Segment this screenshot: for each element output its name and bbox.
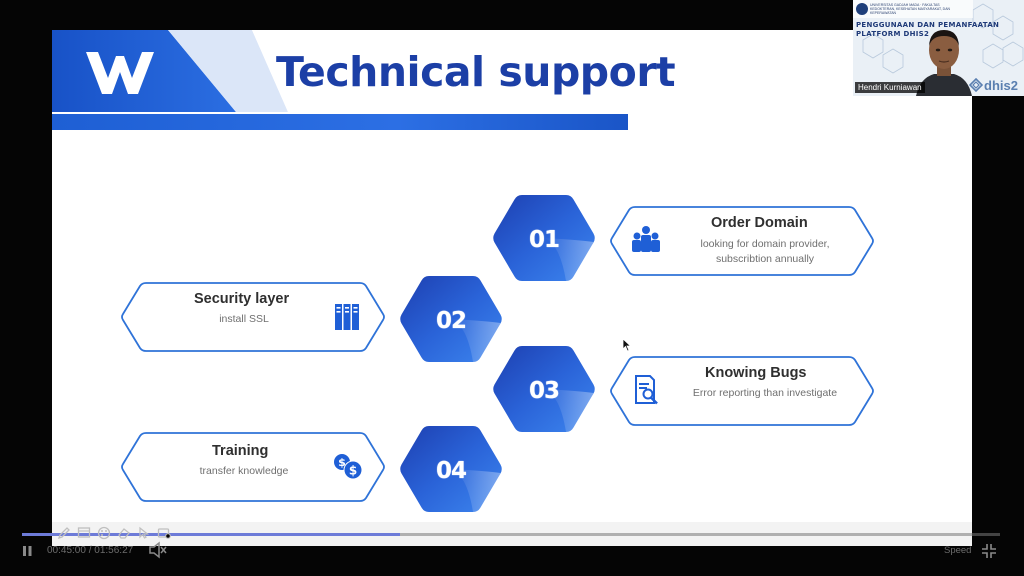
banner-line: PLATFORM DHIS2 <box>856 30 930 38</box>
screen-icon[interactable] <box>77 526 91 540</box>
player-controls <box>0 522 1024 576</box>
card-description: Error reporting than investigate <box>679 386 851 401</box>
card-title: Order Domain <box>711 215 808 231</box>
annotation-toolbar <box>57 526 171 540</box>
palette-icon[interactable] <box>97 526 111 540</box>
banner-line: PENGGUNAAN DAN PEMANFAATAN <box>856 21 1000 29</box>
seek-bar-progress <box>22 533 400 536</box>
pointer-icon[interactable] <box>137 526 151 540</box>
volume-muted-icon[interactable] <box>148 541 168 559</box>
exit-fullscreen-icon[interactable] <box>981 543 997 559</box>
svg-text:$: $ <box>338 456 346 469</box>
dhis2-logo-icon <box>969 78 983 92</box>
card-description: transfer knowledge <box>184 464 304 479</box>
wps-w-logo <box>86 52 154 94</box>
timecode: 00:45:00 / 01:56:27 <box>47 545 133 556</box>
card-title: Training <box>212 443 269 459</box>
card-title: Security layer <box>194 291 290 307</box>
step-card-security-layer: Security layer install SSL <box>120 281 386 353</box>
card-description-line: install SSL <box>219 313 269 325</box>
svg-text:$: $ <box>349 464 357 478</box>
snapshot-icon[interactable] <box>157 526 171 540</box>
step-hexagon-02: 02 <box>397 273 505 369</box>
total-time: 01:56:27 <box>94 545 134 556</box>
mouse-cursor-icon <box>622 338 632 352</box>
pause-button[interactable] <box>19 543 35 559</box>
team-icon <box>632 226 660 252</box>
card-description-line: looking for domain provider, <box>700 238 830 250</box>
card-description-line: transfer knowledge <box>199 465 289 477</box>
step-hexagon-04: 04 <box>397 423 505 519</box>
seek-bar[interactable] <box>22 533 1000 536</box>
institution-text: UNIVERSITAS GADJAH MADA · FAKULTAS KEDOK… <box>870 3 951 15</box>
step-card-training: Training transfer knowledge $ $ <box>120 431 386 503</box>
eraser-icon[interactable] <box>117 526 131 540</box>
webcam-banner: PENGGUNAAN DAN PEMANFAATAN PLATFORM DHIS… <box>856 21 999 39</box>
card-description-line: Error reporting than investigate <box>692 387 838 399</box>
card-title: Knowing Bugs <box>705 365 807 381</box>
slide-title: Technical support <box>276 48 676 96</box>
step-number: 01 <box>528 227 560 253</box>
card-description: install SSL <box>184 312 304 327</box>
time-separator: / <box>88 545 92 556</box>
step-number: 04 <box>435 458 467 484</box>
presenter-video <box>916 30 972 96</box>
server-rack-icon <box>335 304 359 330</box>
dhis2-brand-text: dhis2 <box>984 78 1018 93</box>
header-underline-bar <box>52 114 628 130</box>
webcam-overlay: UNIVERSITAS GADJAH MADA · FAKULTAS KEDOK… <box>853 0 1024 96</box>
card-description-line: subscribtion annually <box>715 253 815 265</box>
university-seal-icon <box>856 3 868 15</box>
step-hexagon-03: 03 <box>490 343 598 439</box>
step-card-knowing-bugs: Knowing Bugs Error reporting than invest… <box>609 355 875 427</box>
participant-name-label: Hendri Kurniawan <box>855 82 925 93</box>
bug-report-icon <box>635 375 658 405</box>
presentation-slide: Technical support 01 02 03 04 <box>52 30 972 522</box>
step-card-order-domain: Order Domain looking for domain provider… <box>609 205 875 277</box>
pen-icon[interactable] <box>57 526 71 540</box>
step-number: 03 <box>528 378 560 404</box>
speed-button[interactable]: Speed <box>944 545 972 556</box>
step-number: 02 <box>435 308 467 334</box>
card-description: looking for domain provider, subscribtio… <box>679 237 851 267</box>
current-time: 00:45:00 <box>47 545 86 556</box>
dollar-coins-icon: $ $ <box>334 454 363 480</box>
header-band <box>52 30 628 112</box>
step-hexagon-01: 01 <box>490 192 598 288</box>
